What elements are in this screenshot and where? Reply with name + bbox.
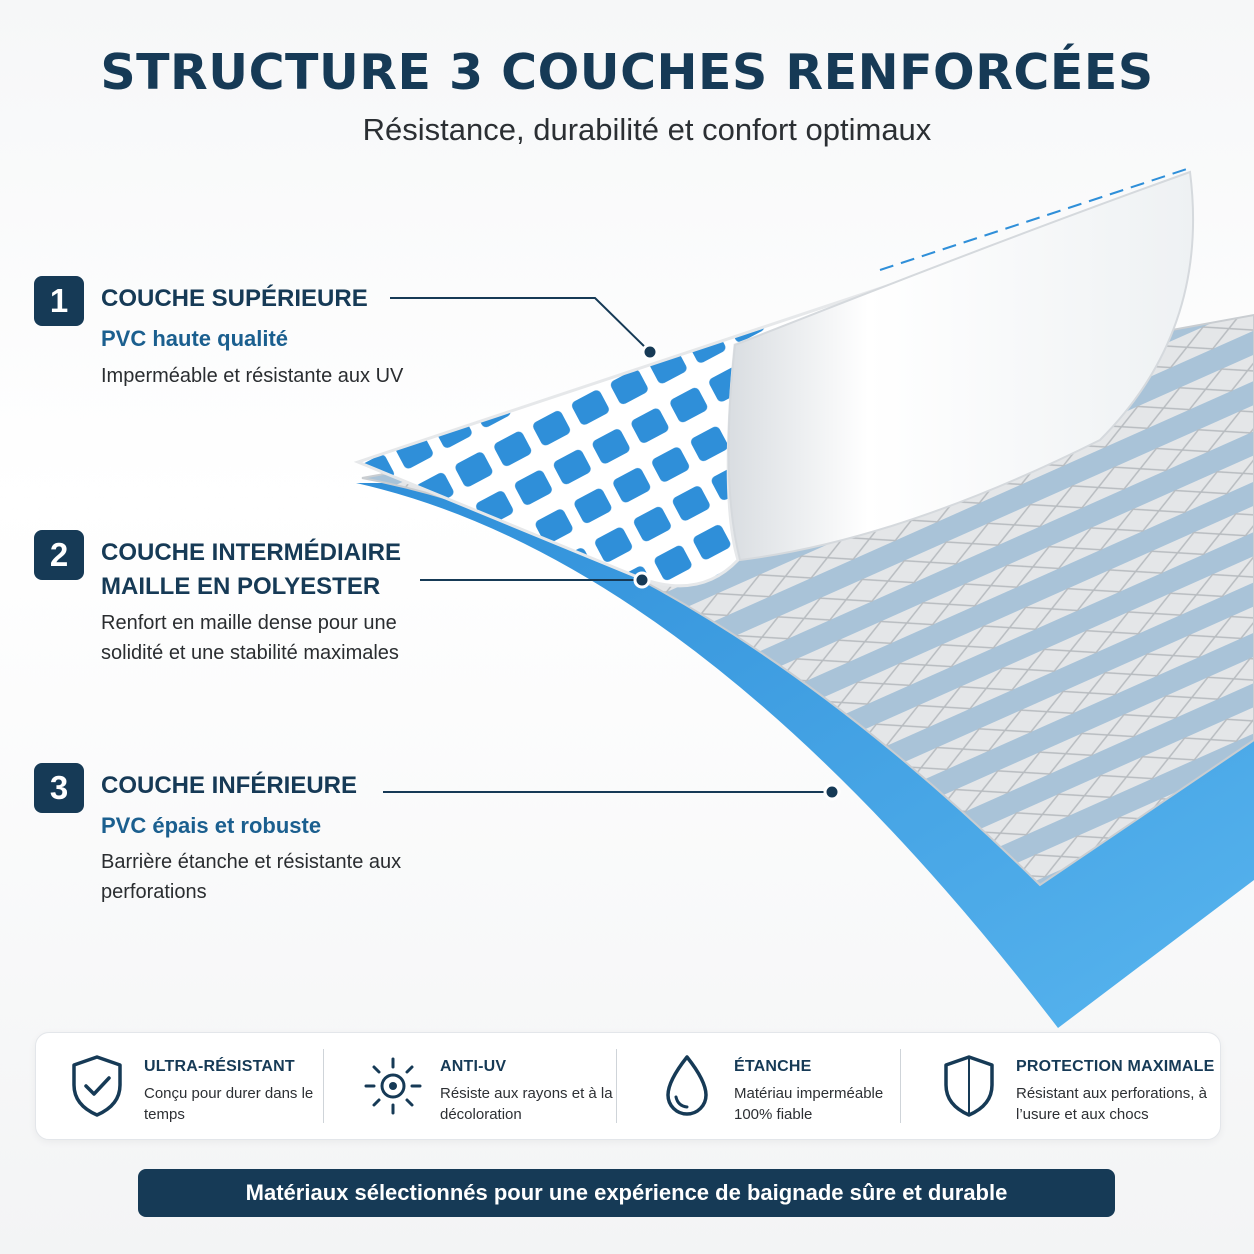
page-title: STRUCTURE 3 COUCHES RENFORCÉES [100, 44, 1154, 101]
dashed-edge [879, 167, 1191, 271]
divider [900, 1049, 901, 1123]
feature-title: ÉTANCHE [734, 1058, 812, 1075]
feature-description: Résistant aux perforations, à l’usure et… [1016, 1085, 1207, 1123]
top-layer-curl [727, 170, 1195, 562]
feature-title: ANTI-UV [440, 1058, 507, 1075]
layer-number-badge: 1 [34, 276, 84, 326]
callout-dot-2 [633, 571, 651, 589]
page-subtitle: Résistance, durabilité et confort optima… [362, 112, 932, 147]
layer-subtitle: PVC épais et robuste [101, 813, 322, 838]
layer-description: Renfort en maille dense pour une solidit… [101, 612, 399, 664]
feature-anti-uv: ANTI-UV Résiste aux rayons et à la décol… [332, 1033, 618, 1139]
divider [616, 1049, 617, 1123]
features-bar: ULTRA-RÉSISTANT Conçu pour durer dans le… [35, 1032, 1221, 1140]
layer-subtitle: PVC haute qualité [101, 326, 289, 351]
callout-dot-3 [823, 783, 841, 801]
water-drop-icon [666, 1055, 708, 1116]
feature-title: ULTRA-RÉSISTANT [144, 1058, 295, 1075]
layer-title: COUCHE INTERMÉDIAIRE MAILLE EN POLYESTER [101, 539, 402, 600]
callout-dot-1 [641, 343, 659, 361]
layers-illustration [353, 167, 1254, 1028]
sun-icon [364, 1057, 422, 1115]
feature-description: Conçu pour durer dans le temps [144, 1085, 314, 1123]
feature-description: Matériau imperméable 100% fiable [734, 1085, 884, 1123]
layer-title: COUCHE INFÉRIEURE [101, 772, 358, 799]
layer-title: COUCHE SUPÉRIEURE [101, 285, 368, 312]
footer-banner: Matériaux sélectionnés pour une expérien… [138, 1169, 1115, 1217]
feature-etanche: ÉTANCHE Matériau imperméable 100% fiable [626, 1033, 912, 1139]
layer-description: Imperméable et résistante aux UV [101, 365, 404, 387]
divider [323, 1049, 324, 1123]
feature-protection-maximale: PROTECTION MAXIMALE Résistant aux perfor… [908, 1033, 1218, 1139]
layer-description: Barrière étanche et résistante aux perfo… [101, 851, 402, 903]
feature-ultra-resistant: ULTRA-RÉSISTANT Conçu pour durer dans le… [36, 1033, 322, 1139]
feature-description: Résiste aux rayons et à la décoloration [440, 1085, 613, 1123]
callout-line-1 [390, 297, 651, 353]
feature-title: PROTECTION MAXIMALE [1016, 1058, 1215, 1075]
shield-check-icon [72, 1055, 122, 1117]
layer-number-badge: 3 [34, 763, 84, 813]
shield-icon [944, 1055, 994, 1117]
layer-number-badge: 2 [34, 530, 84, 580]
